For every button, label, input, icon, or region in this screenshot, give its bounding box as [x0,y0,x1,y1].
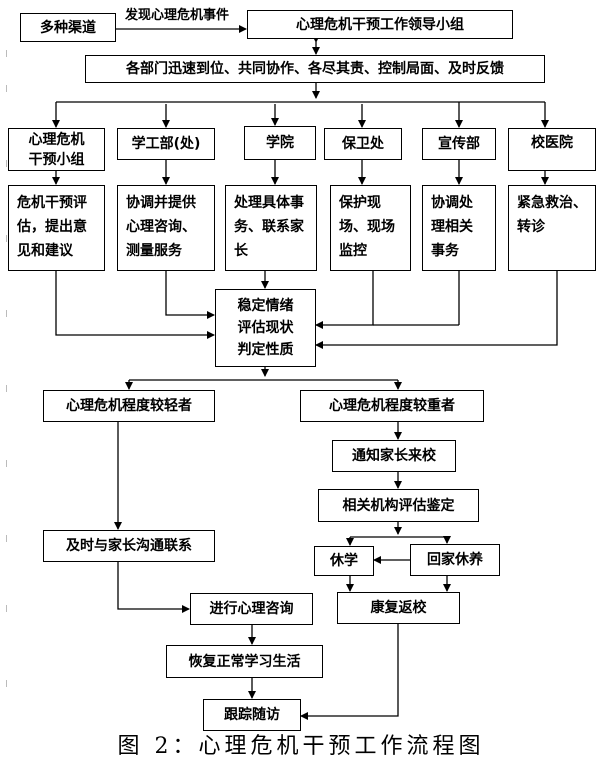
margin-mark [6,385,7,392]
node-task-crisis-group: 危机干预评估，提出意见和建议 [8,185,105,271]
node-severe: 心理危机程度较重者 [300,390,484,422]
node-home-rest-label: 回家休养 [427,552,483,568]
node-departments-action-label: 各部门迅速到位、共同协作、各尽其责、控制局面、及时反馈 [126,61,504,77]
margin-mark [6,310,7,317]
node-dept-publicity-label: 宣传部 [438,136,480,152]
node-task-publicity-label: 协调处理相关事务 [431,195,473,259]
node-resume-life: 恢复正常学习生活 [166,645,323,678]
node-task-clinic-label: 紧急救治、转诊 [517,195,587,235]
node-dept-student-affairs: 学工部(处) [117,128,215,160]
margin-mark [6,85,7,92]
node-follow-up: 跟踪随访 [203,699,301,731]
node-dept-clinic: 校医院 [508,128,596,171]
margin-mark [6,680,7,687]
margin-mark [6,235,7,242]
node-task-student-affairs: 协调并提供心理咨询、测量服务 [117,185,215,271]
node-follow-up-label: 跟踪随访 [224,707,280,723]
node-return-school-label: 康复返校 [370,600,427,616]
node-dept-security: 保卫处 [324,128,402,160]
node-task-security: 保护现场、现场监控 [330,185,411,271]
node-contact-parents: 及时与家长沟通联系 [43,530,215,562]
node-agency-eval-label: 相关机构评估鉴定 [342,497,455,514]
node-resume-life-label: 恢复正常学习生活 [188,653,301,670]
node-return-school: 康复返校 [337,592,460,624]
node-contact-parents-label: 及时与家长沟通联系 [66,538,192,554]
node-task-crisis-group-label: 危机干预评估，提出意见和建议 [17,195,87,259]
node-stabilize-line-1: 稳定情绪 [237,298,294,314]
node-severe-label: 心理危机程度较重者 [329,398,455,414]
node-counseling-label: 进行心理咨询 [209,601,294,617]
node-task-college: 处理具体事务、联系家长 [225,185,317,271]
node-suspend-label: 休学 [330,553,358,569]
node-mild: 心理危机程度较轻者 [43,390,215,422]
margin-mark [6,460,7,467]
node-counseling: 进行心理咨询 [190,593,313,625]
margin-mark [6,605,7,612]
node-task-college-label: 处理具体事务、联系家长 [234,195,304,259]
node-task-publicity: 协调处理相关事务 [422,185,496,271]
node-task-student-affairs-label: 协调并提供心理咨询、测量服务 [126,195,196,259]
node-task-security-label: 保护现场、现场监控 [339,195,395,259]
node-leader-group-label: 心理危机干预工作领导小组 [296,16,464,33]
node-dept-college: 学院 [244,126,316,160]
node-departments-action: 各部门迅速到位、共同协作、各尽其责、控制局面、及时反馈 [85,55,545,83]
edge-label-discover-event: 发现心理危机事件 [125,8,230,23]
node-channels-label: 多种渠道 [40,19,96,36]
node-mild-label: 心理危机程度较轻者 [66,398,192,414]
node-home-rest: 回家休养 [410,544,500,576]
node-stabilize-line-3: 判定性质 [237,342,294,358]
node-dept-crisis-group: 心理危机干预小组 [8,128,105,171]
node-dept-clinic-label: 校医院 [531,135,573,151]
node-notify-parents-label: 通知家长来校 [352,448,436,464]
node-dept-security-label: 保卫处 [342,136,384,152]
node-notify-parents: 通知家长来校 [332,440,456,472]
margin-mark [6,50,7,57]
node-task-clinic: 紧急救治、转诊 [508,185,596,271]
node-dept-publicity: 宣传部 [422,128,496,160]
margin-mark [6,160,7,167]
node-channels: 多种渠道 [20,13,116,42]
node-stabilize-line-2: 评估现状 [237,320,294,336]
node-agency-eval: 相关机构评估鉴定 [318,489,479,522]
node-stabilize: 稳定情绪 评估现状 判定性质 [215,289,316,367]
node-dept-student-affairs-label: 学工部(处) [131,136,201,152]
node-suspend: 休学 [314,546,374,576]
figure-caption: 图 2：心理危机干预工作流程图 [117,734,485,759]
margin-mark [6,535,7,542]
node-dept-crisis-group-label: 心理危机干预小组 [28,131,85,168]
node-leader-group: 心理危机干预工作领导小组 [247,10,513,39]
node-dept-college-label: 学院 [266,135,294,151]
